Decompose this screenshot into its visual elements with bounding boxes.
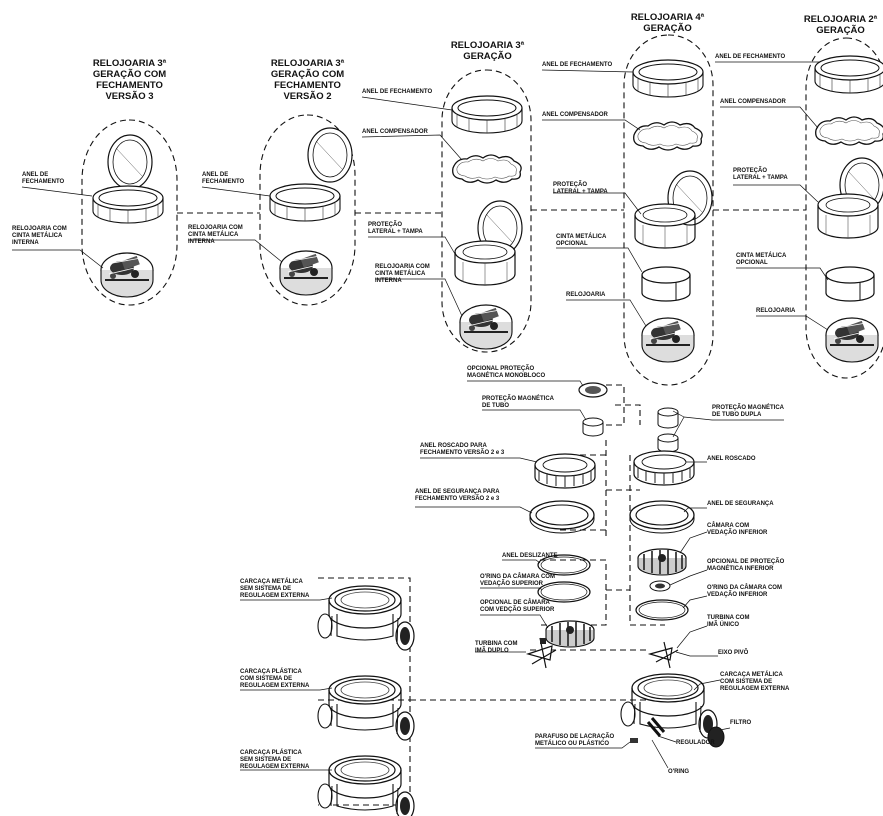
side-protection-drawing [634,203,696,249]
label-g4-cinta: CINTA METÁLICA OPCIONAL [556,234,607,247]
group-outline-g4 [623,34,714,386]
double-tube-shield-drawing [657,407,679,453]
label-prot-tubo: PROTEÇÃO MAGNÉTICA DE TUBO [482,396,554,409]
label-oring-sup: O'RING DA CÂMARA COM VEDAÇÃO SUPERIOR [480,574,555,587]
clockwork-drawing [100,252,154,298]
side-protection-drawing [817,193,879,239]
label-anel-seg: ANEL DE SEGURANÇA [707,501,774,507]
threaded-ring-drawing [633,450,695,486]
label-turb-duplo: TURBINA COM IMÃ DUPLO [475,641,518,654]
label-eixo: EIXO PIVÔ [718,650,749,656]
lower-magnetic-shield-drawing [649,580,671,592]
closing-ring-drawing [814,55,883,94]
label-anel-rosc: ANEL ROSCADO [707,456,756,462]
group-outline-g3 [441,69,532,353]
closing-ring-drawing [92,185,164,224]
metal-band-drawing [641,266,691,302]
group-title-g4: RELOJOARIA 4ª GERAÇÃO [630,12,705,34]
filter-drawing [707,726,725,748]
label-prot-dupla: PROTEÇÃO MAGNÉTICA DE TUBO DUPLA [712,405,784,418]
label-filtro: FILTRO [730,720,752,726]
label-g4-reloj: RELOJOARIA [566,292,606,298]
label-regulador: REGULADOR [676,740,715,746]
threaded-ring-v23-drawing [534,453,596,489]
label-anel-seg-23: ANEL DE SEGURANÇA PARA FECHAMENTO VERSÃO… [415,489,500,502]
label-anel-rosc-23: ANEL ROSCADO PARA FECHAMENTO VERSÃO 2 e … [420,443,505,456]
label-g2-prot: PROTEÇÃO LATERAL + TAMPA [733,168,788,181]
metal-band-drawing [825,266,875,302]
clockwork-drawing [641,317,695,363]
double-magnet-turbine-drawing [525,637,557,669]
label-anel-desl: ANEL DESLIZANTE [502,553,558,559]
label-g2-anel: ANEL DE FECHAMENTO [715,54,786,60]
single-magnet-turbine-drawing [647,641,679,669]
side-protection-drawing [454,240,516,286]
lid-drawing [307,127,353,183]
lower-seal-chamber-drawing [637,548,687,576]
label-oring: O'RING [668,769,690,775]
clockwork-drawing [459,304,513,350]
leader-lines [12,61,829,771]
group-outline-g3v2 [259,114,356,306]
label-v3-anel: ANEL DE FECHAMENTO [22,172,65,185]
label-opc-prot-inf: OPCIONAL DE PROTEÇÃO MAGNÉTICA INFERIOR [707,559,785,572]
label-carc-pla-com: CARCAÇA PLÁSTICA COM SISTEMA DE REGULAGE… [240,669,310,689]
clockwork-drawing [825,317,879,363]
label-g2-comp: ANEL COMPENSADOR [720,99,786,105]
label-v2-anel: ANEL DE FECHAMENTO [202,172,245,185]
regulator-drawing [646,717,666,737]
group-outline-g2 [805,37,883,379]
plastic-body-with-regulation-drawing [317,675,415,741]
label-g4-prot: PROTEÇÃO LATERAL + TAMPA [553,182,608,195]
group-title-g3v3: RELOJOARIA 3ª GERAÇÃO COM FECHAMENTO VER… [92,58,167,102]
label-opc-mono: OPCIONAL PROTEÇÃO MAGNÉTICA MONOBLOCO [467,366,546,379]
label-v3-reloj: RELOJOARIA COM CINTA METÁLICA INTERNA [12,226,67,246]
closing-ring-drawing [269,183,341,222]
lower-chamber-oring-drawing [635,599,689,621]
closing-ring-drawing [451,95,523,134]
label-g3-prot: PROTEÇÃO LATERAL + TAMPA [368,222,423,235]
compensator-ring-drawing [815,116,883,146]
sealing-screw-drawing [630,738,638,743]
label-turb-unico: TURBINA COM IMÃ ÚNICO [707,615,750,628]
compensator-ring-drawing [633,121,703,151]
label-opc-camara-sup: OPCIONAL DE CÂMARA COM VEDÇÃO SUPERIOR [480,600,555,613]
metal-body-no-regulation-drawing [317,585,415,651]
group-title-g3v2: RELOJOARIA 3ª GERAÇÃO COM FECHAMENTO VER… [270,58,345,102]
safety-ring-drawing [629,500,695,534]
monobloc-shield-inner [585,386,601,394]
upper-seal-chamber-drawing [545,620,595,648]
closing-ring-drawing [632,59,704,98]
label-g4-anel: ANEL DE FECHAMENTO [542,62,613,68]
lid-drawing [107,134,153,190]
label-g3-reloj: RELOJOARIA COM CINTA METÁLICA INTERNA [375,264,430,284]
label-v2-reloj: RELOJOARIA COM CINTA METÁLICA INTERNA [188,225,243,245]
label-g2-cinta: CINTA METÁLICA OPCIONAL [736,253,787,266]
label-oring-inf: O'RING DA CÂMARA COM VEDAÇÃO INFERIOR [707,585,782,598]
label-parafuso: PARAFUSO DE LACRAÇÃO METÁLICO OU PLÁSTIC… [535,734,615,747]
clockwork-drawing [279,250,333,296]
group-title-g3: RELOJOARIA 3ª GERAÇÃO [450,40,525,62]
label-camara-inf: CÂMARA COM VEDAÇÃO INFERIOR [707,523,768,536]
safety-ring-v23-drawing [529,500,595,534]
label-carc-met-com: CARCAÇA METÁLICA COM SISTEMA DE REGULAGE… [720,672,790,692]
tube-shield-drawing [582,417,604,437]
plastic-body-no-regulation-drawing [317,755,415,816]
label-carc-pla-sem: CARCAÇA PLÁSTICA SEM SISTEMA DE REGULAGE… [240,750,310,770]
label-carc-met-sem: CARCAÇA METÁLICA SEM SISTEMA DE REGULAGE… [240,579,310,599]
compensator-ring-drawing [452,154,522,184]
group-title-g2: RELOJOARIA 2ª GERAÇÃO [803,14,878,36]
label-g3-anel: ANEL DE FECHAMENTO [362,89,433,95]
label-g4-comp: ANEL COMPENSADOR [542,112,608,118]
label-g2-reloj: RELOJOARIA [756,308,796,314]
group-outline-g3v3 [81,119,178,306]
label-g3-comp: ANEL COMPENSADOR [362,129,428,135]
